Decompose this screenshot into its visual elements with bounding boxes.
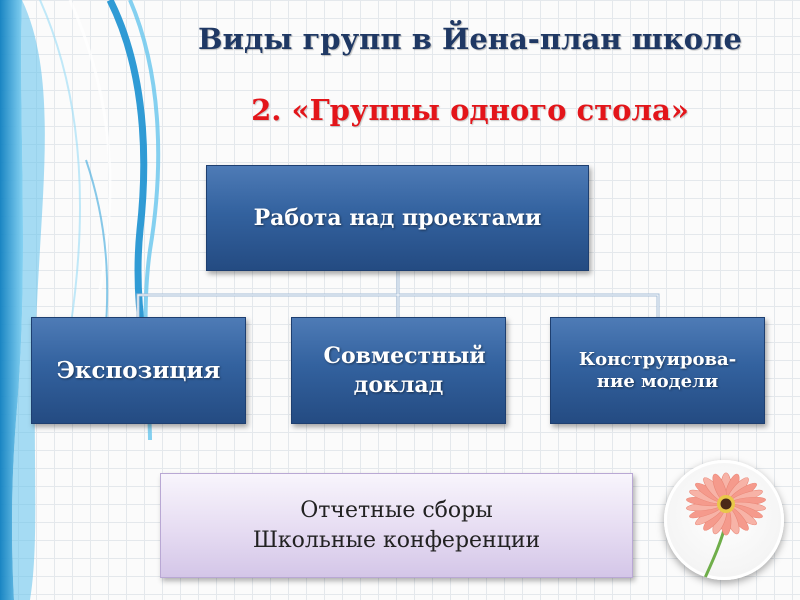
- child-node-modelling: Конструирова-ние модели: [550, 317, 765, 424]
- slide-title: Виды групп в Йена-план школе: [198, 22, 742, 56]
- footer-line-conferences: Школьные конференции: [252, 527, 541, 553]
- child-node-label: Совместный доклад: [323, 342, 486, 398]
- child-node-label: Экспозиция: [56, 357, 221, 384]
- footer-info-box: Отчетные сборы Школьные конференции: [160, 473, 633, 578]
- gerbera-flower-icon: [686, 472, 766, 580]
- child-node-exposition: Экспозиция: [31, 317, 246, 424]
- child-node-label: Конструирова-ние модели: [578, 348, 737, 392]
- root-node-label: Работа над проектами: [253, 205, 542, 231]
- child-node-joint-report: Совместный доклад: [291, 317, 506, 424]
- flower-picture: [664, 460, 784, 580]
- slide-subtitle: 2. «Группы одного стола»: [251, 93, 689, 127]
- root-node-projects: Работа над проектами: [206, 165, 589, 271]
- footer-line-reports: Отчетные сборы: [300, 497, 493, 523]
